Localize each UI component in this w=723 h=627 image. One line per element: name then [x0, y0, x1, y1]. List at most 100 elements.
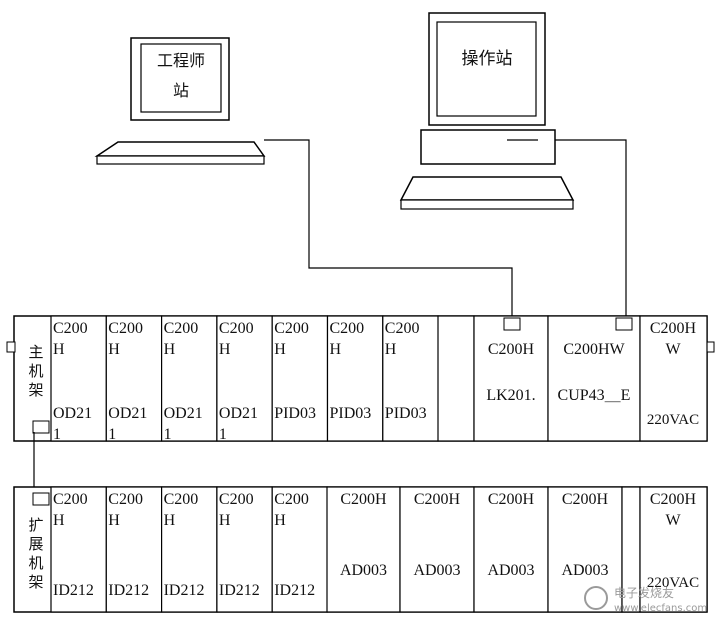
module-model: C200 [108, 491, 143, 508]
module-box [326, 486, 401, 613]
module-model-suffix: H [330, 341, 342, 358]
module-box [50, 486, 107, 613]
operator-cpu-box [420, 129, 556, 165]
module-box [639, 315, 708, 442]
main-io-module: C200H OD21 1 [50, 315, 107, 443]
engineer-link-cable [264, 139, 513, 317]
link-module: C200H LK201. [473, 315, 549, 442]
analog-input-module: C200H AD003 [473, 486, 549, 613]
module-type: OD21 [53, 405, 92, 422]
empty-slot [437, 315, 475, 442]
engineer-station-label-1: 工程师 [157, 51, 205, 70]
module-type: PID03 [385, 405, 427, 422]
module-model: C200H [340, 491, 387, 508]
module-type: PID03 [330, 405, 372, 422]
module-box [50, 315, 107, 442]
module-model-suffix: W [665, 341, 681, 358]
engineer-keyboard-base [96, 155, 265, 165]
module-model-suffix: H [108, 341, 120, 358]
module-type-suffix: 1 [164, 426, 172, 443]
module-model-suffix: H [219, 512, 231, 529]
engineer-keyboard [94, 141, 266, 157]
module-model: C200 [108, 320, 143, 337]
module-type: 220VAC [647, 575, 699, 591]
watermark-line2: www.elecfans.com [614, 603, 707, 614]
module-type: OD21 [108, 405, 147, 422]
module-model: C200 [53, 320, 88, 337]
module-box [473, 315, 549, 442]
module-type-suffix: 1 [219, 426, 227, 443]
module-type: AD003 [561, 562, 608, 579]
module-model: C200 [219, 491, 254, 508]
operator-keyboard [399, 176, 575, 201]
module-type: AD003 [340, 562, 387, 579]
module-model-suffix: H [164, 512, 176, 529]
module-type: LK201. [486, 387, 535, 404]
operator-keyboard-base [400, 199, 574, 210]
module-type: AD003 [487, 562, 534, 579]
module-box [161, 315, 218, 442]
main-rack-label-2: 机 [28, 362, 43, 380]
module-model: C200H [488, 341, 535, 358]
module-box [271, 486, 329, 613]
module-box [105, 486, 163, 613]
cpu-module: C200HW CUP43＿E [547, 315, 641, 442]
main-io-module: C200H PID03 [326, 315, 384, 442]
module-model: C200H [414, 491, 461, 508]
module-box [216, 486, 273, 613]
module-model: C200HW [563, 341, 625, 358]
module-model: C200H [650, 491, 697, 508]
module-model-suffix: H [219, 341, 231, 358]
module-model: C200 [330, 320, 365, 337]
expansion-rack-label-3: 机 [28, 554, 43, 572]
main-io-module: C200H OD21 1 [161, 315, 218, 443]
operator-monitor-inner [436, 21, 537, 117]
module-type-suffix: 1 [53, 426, 61, 443]
module-type: OD21 [219, 405, 258, 422]
module-model-suffix: H [164, 341, 176, 358]
main-rack-label-1: 主 [28, 343, 43, 361]
watermark: 电子发烧友 www.elecfans.com [584, 585, 707, 614]
module-model: C200 [219, 320, 254, 337]
expansion-rack-label-2: 展 [28, 535, 43, 553]
module-box [326, 315, 384, 442]
module-type: CUP43＿E [558, 387, 631, 404]
module-model-suffix: H [53, 512, 65, 529]
module-model: C200 [164, 320, 199, 337]
operator-station-label: 操作站 [462, 49, 513, 69]
module-model-suffix: H [274, 341, 286, 358]
module-type-suffix: 1 [108, 426, 116, 443]
link-port [503, 317, 521, 331]
main-rack-left-connector [6, 341, 16, 353]
main-rack: 主 机 架 C200HOD211C200HOD211C200HOD211C200… [6, 315, 715, 443]
module-model: C200 [385, 320, 420, 337]
analog-input-module: C200H AD003 [326, 486, 401, 613]
module-box [547, 486, 623, 613]
cpu-port [615, 317, 633, 331]
operator-link-cable [555, 139, 627, 317]
module-model: C200H [488, 491, 535, 508]
engineer-station: 工程师 站 [94, 37, 266, 165]
main-rack-expansion-port [32, 420, 50, 434]
watermark-line1: 电子发烧友 [614, 585, 674, 600]
module-model: C200H [650, 320, 697, 337]
module-type: ID212 [53, 582, 94, 599]
module-model-suffix: H [53, 341, 65, 358]
module-model-suffix: H [108, 512, 120, 529]
main-io-module: C200H PID03 [382, 315, 439, 442]
expansion-rack: 扩 展 机 架 C200HID212C200HID212C200HID212C2… [13, 486, 708, 613]
main-io-module: C200H OD21 1 [216, 315, 273, 443]
module-type: PID03 [274, 405, 316, 422]
module-type: OD21 [164, 405, 203, 422]
watermark-logo-icon [584, 586, 608, 610]
expansion-rack-port [32, 492, 50, 506]
module-model-suffix: H [385, 341, 397, 358]
engineer-screen-inner [140, 43, 222, 113]
